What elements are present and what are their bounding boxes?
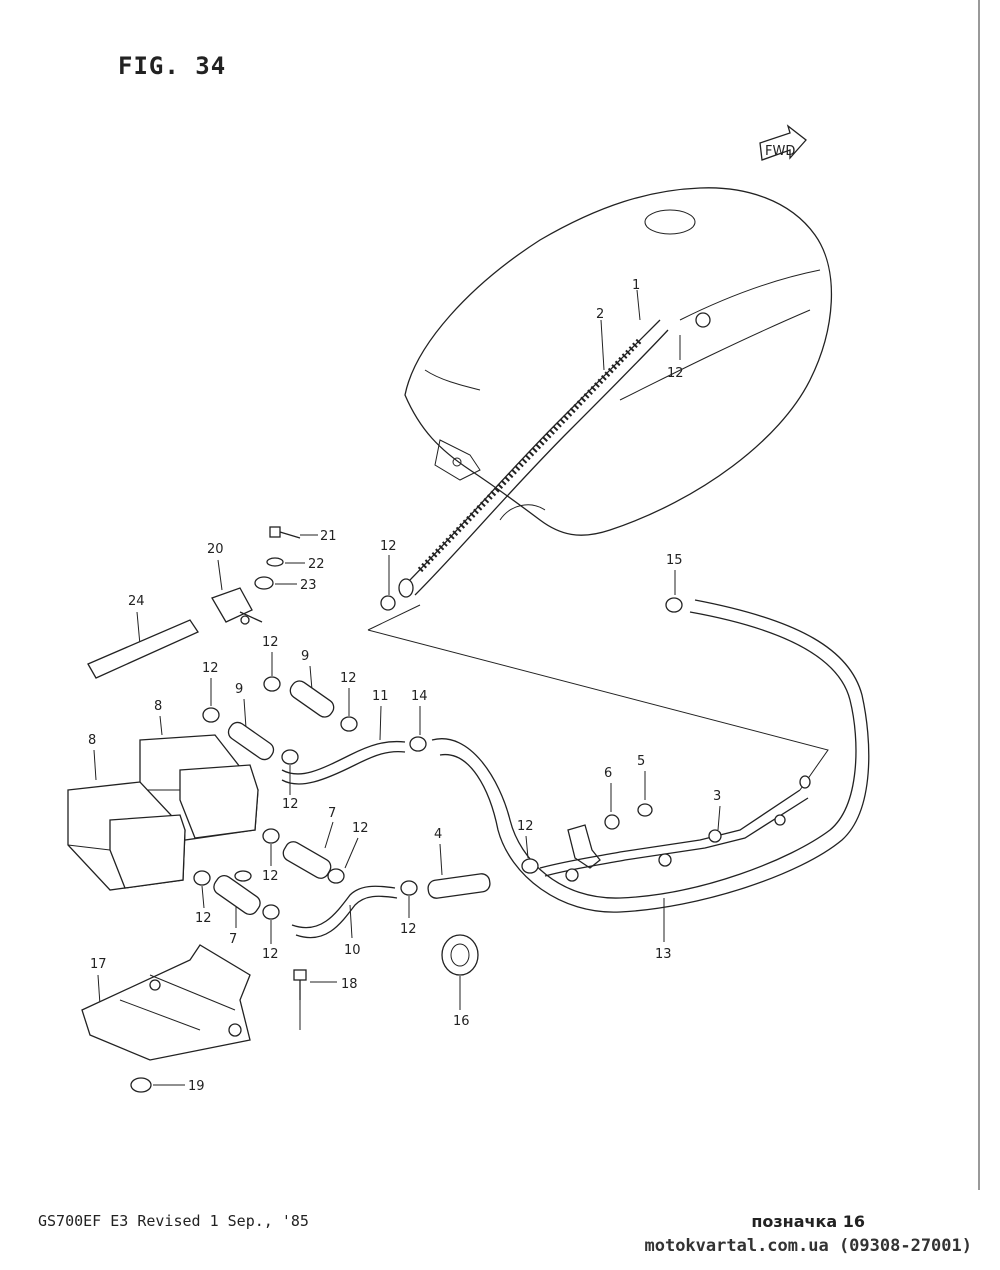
callout-4: 4 (434, 827, 442, 842)
callout-13: 13 (655, 947, 672, 962)
callout-8b: 8 (88, 733, 96, 748)
tank-rear-tab (499, 504, 546, 521)
reference-label: позначка 16 (751, 1212, 865, 1231)
fuel-cap-opening (644, 209, 696, 235)
clamp-14 (409, 736, 427, 752)
callout-12b: 12 (380, 539, 397, 554)
washer-22 (266, 557, 284, 567)
callout-12k: 12 (400, 922, 417, 937)
callout-9b: 9 (235, 682, 243, 697)
clamp-12c (202, 707, 220, 723)
hose-4 (427, 873, 491, 899)
callout-12g: 12 (262, 869, 279, 884)
valve-20 (211, 587, 263, 625)
callout-14: 14 (411, 689, 428, 704)
callout-1: 1 (632, 278, 640, 293)
callout-12c: 12 (202, 661, 219, 676)
callout-20: 20 (207, 542, 224, 557)
mounting-bolt-21 (269, 526, 301, 539)
model-revision-note: GS700EF E3 Revised 1 Sep., '85 (38, 1212, 309, 1230)
clamp-12i (193, 870, 211, 886)
grommet-16 (441, 934, 479, 976)
nut-23 (254, 576, 274, 590)
bolt-5 (637, 803, 653, 817)
nut-19 (130, 1077, 152, 1093)
forward-arrow-icon: FWD (759, 124, 807, 161)
callout-23: 23 (300, 578, 317, 593)
callout-16: 16 (453, 1014, 470, 1029)
hose-10 (291, 885, 396, 929)
clamp-12j (262, 904, 280, 920)
callout-6: 6 (604, 766, 612, 781)
callout-12e: 12 (340, 671, 357, 686)
hose-7b (213, 874, 261, 916)
hose-11 (281, 740, 406, 775)
hose-9a (289, 680, 335, 718)
clamp-12h (327, 868, 345, 884)
callout-22: 22 (308, 557, 325, 572)
strap-24 (87, 619, 199, 679)
canister-8-lower (67, 781, 186, 891)
callout-5: 5 (637, 754, 645, 769)
callout-12h: 12 (352, 821, 369, 836)
forward-arrow-label: FWD (765, 144, 795, 159)
callout-21: 21 (320, 529, 337, 544)
clamp-12d (263, 676, 281, 692)
callout-8a: 8 (154, 699, 162, 714)
clamp-12l (521, 858, 539, 874)
callout-12l: 12 (517, 819, 534, 834)
fitting-3 (539, 775, 811, 882)
callout-12a: 12 (667, 366, 684, 381)
callout-7b: 7 (229, 932, 237, 947)
page-edge-border (978, 0, 980, 1190)
clamp-12k (400, 880, 418, 896)
hose-9b (227, 721, 275, 761)
clamp-12f (281, 749, 299, 765)
callout-15: 15 (666, 553, 683, 568)
callout-7a: 7 (328, 806, 336, 821)
tank-drain-hose (398, 312, 711, 598)
source-site-watermark: motokvartal.com.ua (09308-27001) (644, 1236, 972, 1256)
figure-title: FIG. 34 (118, 52, 227, 80)
clamp-15 (665, 597, 683, 613)
bracket-17 (81, 944, 251, 1061)
callout-18: 18 (341, 977, 358, 992)
hose-clamp-top (695, 312, 711, 328)
callout-2: 2 (596, 307, 604, 322)
tank-mount-bracket (434, 439, 481, 481)
hose-13 (431, 599, 870, 913)
nut-6 (604, 814, 620, 830)
callout-12f: 12 (282, 797, 299, 812)
callout-24: 24 (128, 594, 145, 609)
callout-12d: 12 (262, 635, 279, 650)
callout-10: 10 (344, 943, 361, 958)
callout-11: 11 (372, 689, 389, 704)
callout-9a: 9 (301, 649, 309, 664)
clamp-12g (262, 828, 280, 844)
callout-12j: 12 (262, 947, 279, 962)
hose-spring-coil (417, 337, 643, 573)
callout-12i: 12 (195, 911, 212, 926)
bolt-18 (293, 969, 307, 1000)
clamp-12 (380, 595, 396, 611)
callout-3: 3 (713, 789, 721, 804)
callout-17: 17 (90, 957, 107, 972)
clamp-12e (340, 716, 358, 732)
callout-19: 19 (188, 1079, 205, 1094)
